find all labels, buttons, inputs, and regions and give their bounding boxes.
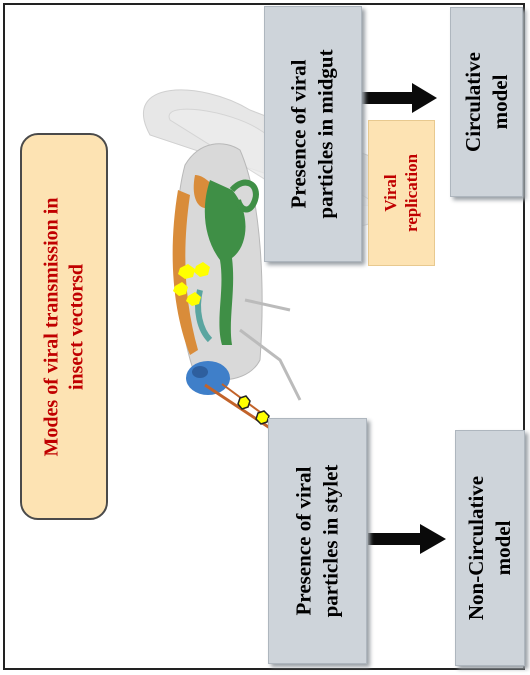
midgut-line-2: particles in midgut — [313, 49, 340, 218]
virus-particle — [238, 396, 250, 409]
box-circulative: Circulative model — [450, 7, 523, 197]
insect-head — [186, 361, 230, 395]
box-noncirculative: Non-Circulative model — [455, 430, 525, 666]
viral-replication-label: Viral replication — [368, 120, 435, 266]
midgut-line-1: Presence of viral — [286, 49, 313, 218]
box-midgut: Presence of viral particles in midgut — [264, 6, 362, 262]
circulative-line-1: Circulative — [460, 52, 487, 152]
replication-line-1: Viral — [381, 154, 402, 232]
arrow-to-circulative — [361, 83, 437, 113]
noncirculative-line-1: Non-Circulative — [463, 476, 490, 620]
insect-eye — [192, 366, 208, 378]
circulative-line-2: model — [487, 52, 514, 152]
arrow-to-noncirculative — [368, 524, 446, 554]
stylet-line-1: Presence of viral — [291, 465, 318, 618]
box-stylet: Presence of viral particles in stylet — [268, 418, 367, 664]
replication-line-2: replication — [402, 154, 423, 232]
stylet-line-2: particles in stylet — [318, 465, 345, 618]
noncirculative-line-2: model — [490, 476, 517, 620]
